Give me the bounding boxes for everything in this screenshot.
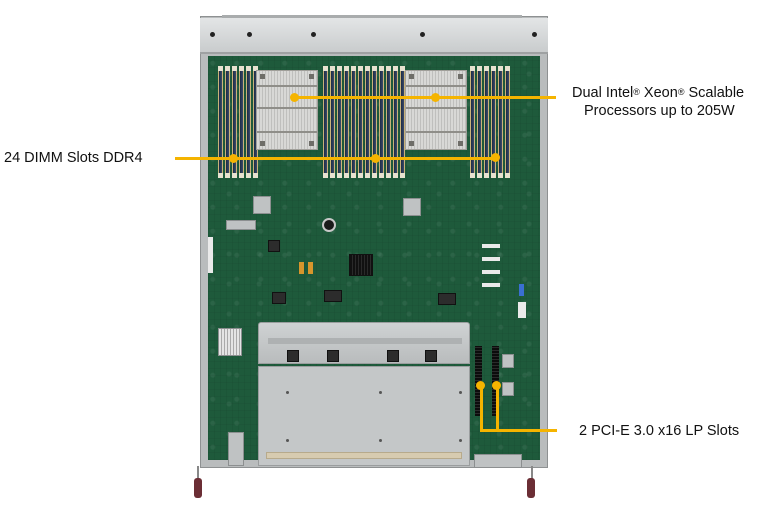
dimm-slot — [246, 66, 251, 178]
connector-orange — [299, 262, 304, 274]
dimm-callout-dot — [371, 154, 380, 163]
pcie-callout-line — [480, 429, 557, 432]
dimm-slot — [477, 66, 482, 178]
dimm-slot — [470, 66, 475, 178]
riser-cage-cover — [258, 366, 470, 466]
chip-heatsink — [218, 328, 242, 356]
dimm-slot — [372, 66, 377, 178]
vrm-component — [253, 196, 271, 214]
riser-connector — [387, 350, 399, 362]
dimm-bank-center — [323, 66, 405, 178]
vrm-component — [403, 198, 421, 216]
dimm-slot — [239, 66, 244, 178]
processor-callout-dot — [431, 93, 440, 102]
chassis-handle-right — [527, 478, 535, 498]
screw-icon — [420, 32, 425, 37]
dimm-slot — [351, 66, 356, 178]
screw-icon — [379, 391, 382, 394]
dimm-slot — [491, 66, 496, 178]
riser-connector — [287, 350, 299, 362]
chassis-handle-rod-right — [531, 466, 533, 480]
dimm-callout-label: 24 DIMM Slots DDR4 — [4, 150, 143, 166]
riser-connector — [327, 350, 339, 362]
pch-heatsink — [349, 254, 373, 276]
dimm-callout-line — [175, 157, 497, 160]
dimm-slot — [330, 66, 335, 178]
rear-io-bracket — [474, 454, 522, 468]
screw-icon — [210, 32, 215, 37]
heatsink-small — [226, 220, 256, 230]
screw-icon — [459, 391, 462, 394]
chassis-handle-left — [194, 478, 202, 498]
riser-connector — [425, 350, 437, 362]
screw-icon — [286, 439, 289, 442]
dimm-slot — [337, 66, 342, 178]
dimm-slot — [323, 66, 328, 178]
ic-chip — [268, 240, 280, 252]
usb-port — [519, 284, 524, 296]
screw-icon — [311, 32, 316, 37]
screw-icon — [379, 439, 382, 442]
cpu1-heatsink — [256, 70, 318, 150]
dimm-slot — [232, 66, 237, 178]
dimm-slot — [386, 66, 391, 178]
m2-connector — [438, 293, 456, 305]
dimm-slot — [393, 66, 398, 178]
dimm-slot — [400, 66, 405, 178]
processor-callout-label: Dual Intel® Xeon® Scalable Processors up… — [572, 84, 744, 120]
sata-connector — [502, 382, 514, 396]
pcie-callout-dot — [476, 381, 485, 390]
dimm-callout-dot — [491, 153, 500, 162]
pcie-callout-vertical-1 — [480, 388, 483, 431]
sata-connector — [502, 354, 514, 368]
front-io-bracket — [228, 432, 244, 466]
processor-callout-line — [294, 96, 556, 99]
chassis-handle-rod-left — [197, 466, 199, 480]
board-label — [482, 270, 500, 274]
dimm-slot — [505, 66, 510, 178]
fan-connector — [518, 302, 526, 318]
bmc-chip — [272, 292, 286, 304]
processor-callout-line1: Dual Intel® Xeon® Scalable — [572, 85, 745, 101]
shroud-bracket — [268, 338, 462, 344]
chassis-front-bracket — [200, 18, 548, 54]
cpu2-heatsink — [405, 70, 467, 150]
board-label — [482, 244, 500, 248]
dimm-slot — [344, 66, 349, 178]
screw-icon — [286, 391, 289, 394]
dimm-bank-left — [218, 66, 258, 178]
dimm-slot — [218, 66, 223, 178]
board-label — [482, 283, 500, 287]
board-label — [482, 257, 500, 261]
connector-black — [324, 290, 342, 302]
dimm-slot — [498, 66, 503, 178]
dimm-slot — [225, 66, 230, 178]
processor-callout-dot — [290, 93, 299, 102]
pcie-callout-dot — [492, 381, 501, 390]
dimm-slot — [365, 66, 370, 178]
dimm-bank-right — [470, 66, 510, 178]
dimm-slot — [379, 66, 384, 178]
dimm-callout-dot — [229, 154, 238, 163]
processor-callout-line2: Processors up to 205W — [584, 103, 735, 119]
screw-icon — [247, 32, 252, 37]
power-connector — [208, 237, 213, 273]
cmos-battery — [322, 218, 336, 232]
connector-orange — [308, 262, 313, 274]
rear-io-edge — [222, 15, 522, 20]
screw-icon — [532, 32, 537, 37]
riser-bracket-slot — [266, 452, 462, 459]
pcie-callout-vertical-2 — [496, 388, 499, 431]
screw-icon — [459, 439, 462, 442]
dimm-slot — [484, 66, 489, 178]
dimm-slot — [358, 66, 363, 178]
pcie-callout-label: 2 PCI-E 3.0 x16 LP Slots — [579, 423, 740, 439]
